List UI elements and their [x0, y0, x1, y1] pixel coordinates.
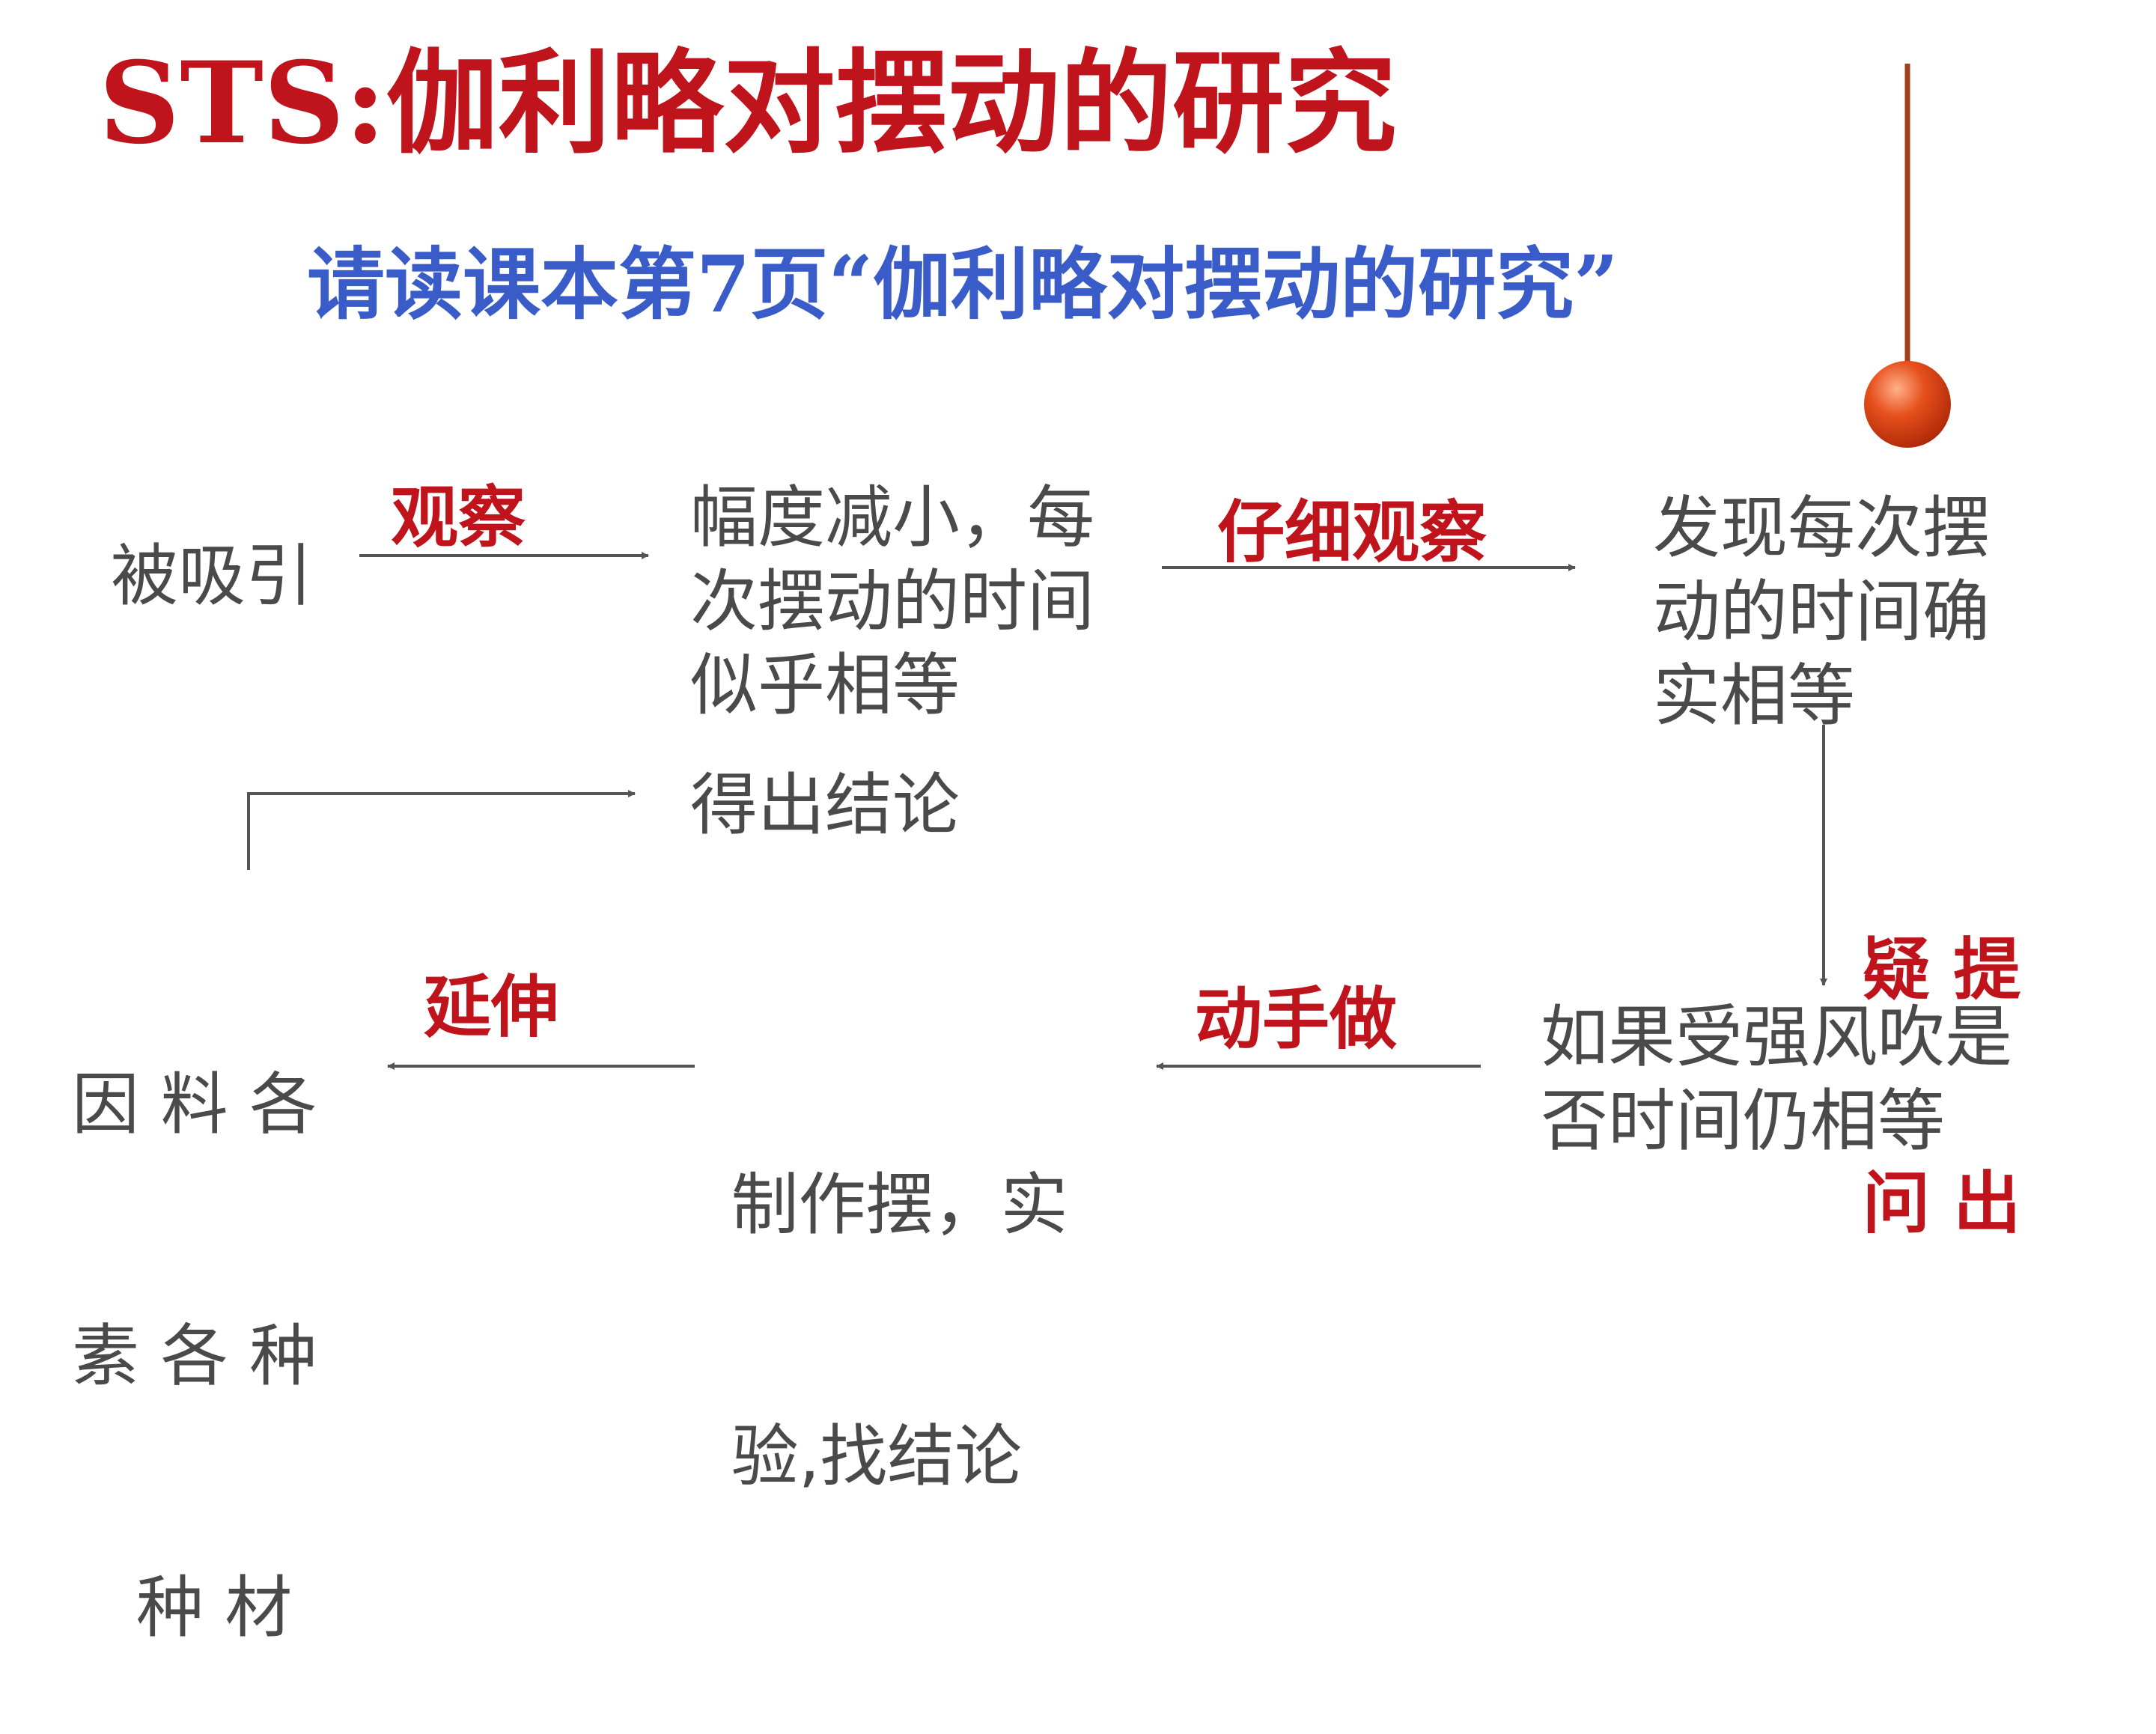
node-first-observation-line: 似乎相等 [690, 646, 960, 725]
page-title: STS:伽利略对摆动的研究 [99, 37, 1397, 169]
node-found-equal-line: 实相等 [1653, 657, 1855, 735]
arrow-conclusion [247, 790, 636, 870]
node-found-equal-line: 发现每次摆 [1653, 489, 1990, 568]
label-raise-question-line: 问 出 [1863, 1164, 2021, 1243]
label-observe: 观察 [391, 478, 526, 557]
node-conclusion: 得出结论 [690, 766, 960, 845]
node-first-observation-line: 幅度减小，每 [690, 478, 1094, 557]
node-experiment-line: 验,找结论 [710, 1417, 1023, 1496]
node-factors-line: 因 料 各 [72, 1065, 317, 1144]
pendulum-bob [1864, 361, 1951, 448]
node-attracted: 被吸引 [111, 537, 313, 615]
label-raise-question-line: 疑 提 [1863, 931, 2021, 1009]
subtitle: 请读课本第7页“伽利略对摆动的研究” [307, 238, 1619, 330]
diagram-canvas [247, 64, 1951, 1070]
node-factors-line: 素 各 种 [72, 1317, 317, 1396]
node-first-observation-line: 次摆动的时间 [690, 562, 1094, 641]
node-factors: 因 料 各 素 各 种 种 材 [72, 895, 317, 1734]
node-first-observation: 幅度减小，每 次摆动的时间 似乎相等 [690, 476, 1094, 728]
label-hands-on: 动手做 [1195, 980, 1397, 1059]
node-found-equal-line: 动的时间确 [1653, 573, 1990, 651]
node-strong-wind: 如果受强风吹是 否时间仍相等 [1541, 996, 2012, 1163]
node-experiment: 制作摆，实 验,找结论 [710, 996, 1068, 1583]
label-extend: 延伸 [424, 968, 558, 1047]
node-found-equal: 发现每次摆 动的时间确 实相等 [1653, 487, 1990, 738]
label-raise-question: 疑 提 问 出 [1863, 776, 2021, 1321]
node-factors-line: 种 材 [72, 1569, 293, 1647]
node-strong-wind-line: 否时间仍相等 [1541, 1082, 1945, 1160]
node-experiment-line: 制作摆，实 [710, 1166, 1068, 1244]
label-careful-observe: 仔细观察 [1217, 493, 1487, 572]
node-strong-wind-line: 如果受强风吹是 [1541, 998, 2012, 1077]
